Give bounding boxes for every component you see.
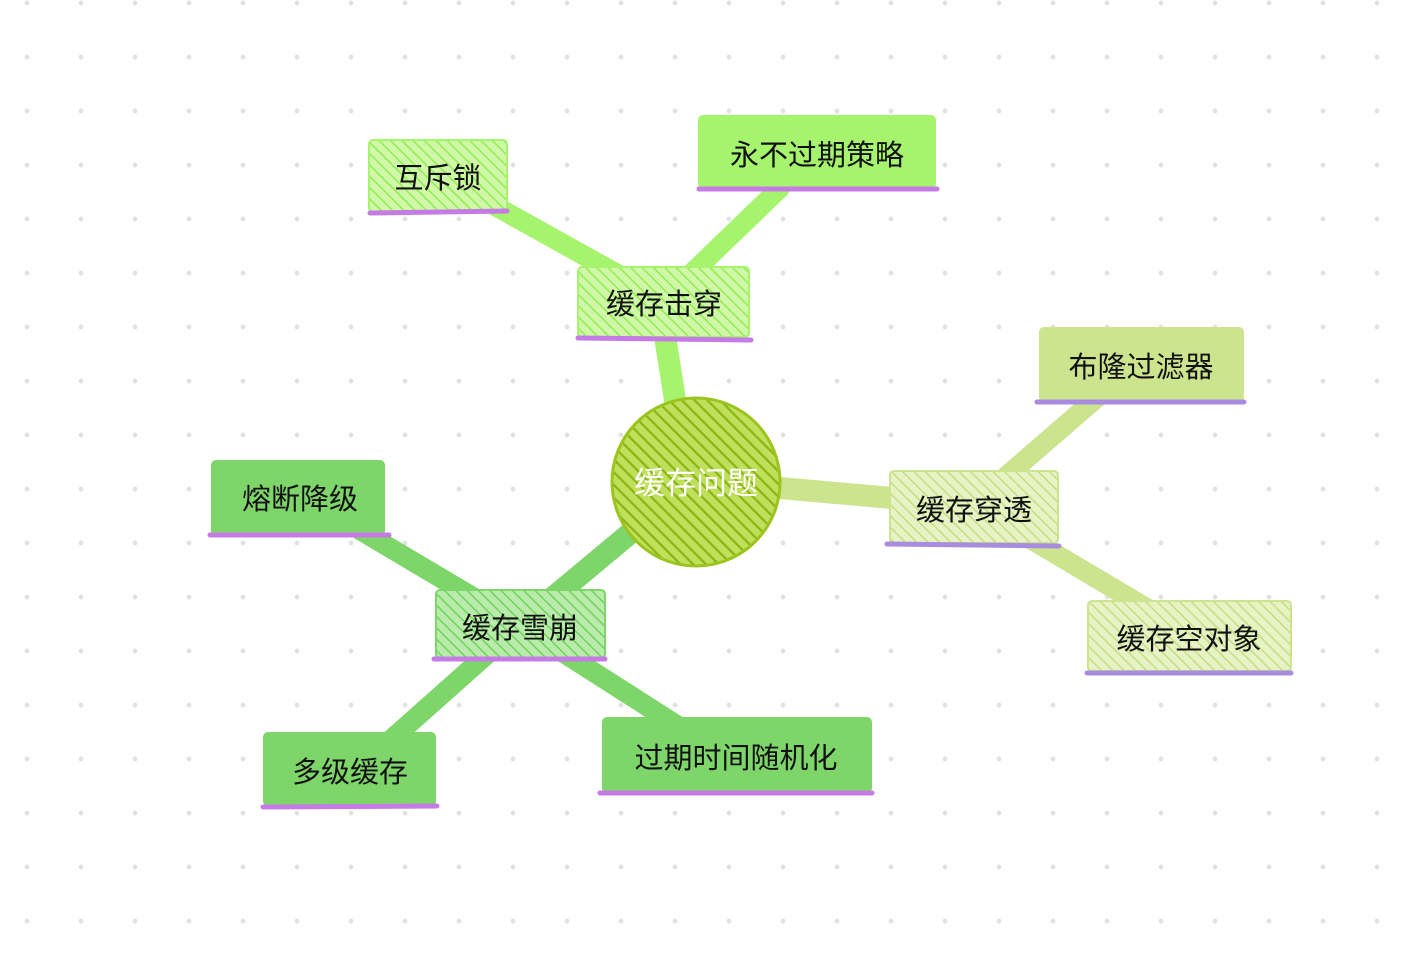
leaf-label-mutex-lock: 互斥锁 bbox=[394, 161, 481, 195]
leaf-label-never-expire: 永不过期策略 bbox=[730, 138, 904, 172]
leaf-label-multilevel-cache: 多级缓存 bbox=[292, 755, 408, 789]
root-label: 缓存问题 bbox=[634, 466, 758, 502]
leaf-mutex-lock[interactable]: 互斥锁 bbox=[367, 139, 510, 216]
branch-cache-avalanche[interactable]: 缓存雪崩 bbox=[431, 589, 608, 662]
leaf-circuit-breaker[interactable]: 熔断降级 bbox=[207, 460, 392, 538]
leaf-bloom-filter[interactable]: 布隆过滤器 bbox=[1034, 327, 1247, 405]
leaf-label-null-object: 缓存空对象 bbox=[1116, 622, 1261, 656]
branch-label-cache-avalanche: 缓存雪崩 bbox=[462, 611, 578, 645]
connector-root-breakdown bbox=[653, 319, 686, 411]
leaf-never-expire[interactable]: 永不过期策略 bbox=[696, 115, 940, 192]
leaf-label-circuit-breaker: 熔断降级 bbox=[242, 482, 358, 516]
leaf-label-random-expire-time: 过期时间随机化 bbox=[634, 741, 837, 775]
leaf-multilevel-cache[interactable]: 多级缓存 bbox=[260, 732, 440, 810]
leaf-label-bloom-filter: 布隆过滤器 bbox=[1068, 350, 1213, 384]
branch-cache-penetration[interactable]: 缓存穿透 bbox=[884, 470, 1062, 549]
branch-cache-breakdown[interactable]: 缓存击穿 bbox=[575, 266, 754, 343]
root-node[interactable]: 缓存问题 bbox=[610, 396, 782, 568]
branch-label-cache-breakdown: 缓存击穿 bbox=[606, 287, 722, 321]
leaf-null-object[interactable]: 缓存空对象 bbox=[1084, 600, 1294, 676]
branch-label-cache-penetration: 缓存穿透 bbox=[916, 493, 1032, 527]
leaf-random-expire-time[interactable]: 过期时间随机化 bbox=[597, 717, 875, 796]
